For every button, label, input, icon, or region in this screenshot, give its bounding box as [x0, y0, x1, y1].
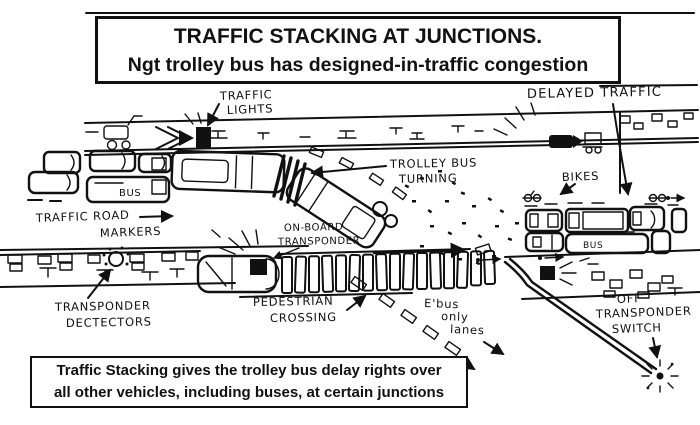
- traffic-light-lower-icon: [250, 259, 267, 275]
- off-switch-starburst-icon: [641, 359, 679, 393]
- transponder-detector-icon: [102, 246, 130, 267]
- pedestrian-crossing-label: PEDESTRIAN: [253, 294, 334, 309]
- ebus-only-lanes-label2: only: [441, 309, 469, 324]
- traffic-light-upper-icon: [155, 112, 211, 150]
- on-board-transponder-label: ON-BOARD: [284, 222, 343, 234]
- delayed-car-icon: [493, 102, 603, 154]
- pedestrian-crossing-label2: CROSSING: [270, 310, 337, 325]
- annotation-transponder-dectectors: TRANSPONDER DECTECTORS: [54, 268, 152, 330]
- annotation-trolley-bus-turning: TROLLEY BUS TURNING: [310, 155, 477, 186]
- off-transponder-switch-label3: SWITCH: [612, 320, 662, 336]
- annotation-traffic-lights: TRAFFIC LIGHTS: [207, 87, 274, 127]
- annotation-on-board-transponder: ON-BOARD TRANSPONDER: [272, 222, 360, 260]
- traffic-light-right-icon: [540, 257, 590, 286]
- trolley-bus-turning-drawing: [151, 149, 398, 249]
- page-subtitle: Ngt trolley bus has designed-in-traffic …: [127, 54, 589, 76]
- flow-arrows-below: [476, 252, 565, 264]
- title-box: TRAFFIC STACKING AT JUNCTIONS. Ngt troll…: [95, 16, 621, 84]
- lane-dash-markers: [350, 275, 462, 356]
- scooter-icon: [85, 115, 143, 151]
- traffic-lights-label2: LIGHTS: [227, 101, 274, 117]
- ebus-only-lanes-label: E'bus: [424, 296, 459, 311]
- delay-dashes: [493, 102, 536, 136]
- page-title: TRAFFIC STACKING AT JUNCTIONS.: [173, 25, 543, 48]
- road-markings-lower-left: [7, 251, 199, 281]
- bike-icon-right: [648, 193, 686, 203]
- left-bus-drawing: BUS: [85, 175, 171, 204]
- annotation-bikes: BIKES: [559, 169, 600, 196]
- upper-road: [84, 109, 699, 156]
- left-traffic-group: BUS: [27, 149, 173, 204]
- left-dashes: [27, 199, 62, 202]
- road-markings-lower-right: [587, 263, 683, 299]
- traffic-lights-label: TRAFFIC: [219, 87, 273, 103]
- light-rays: [211, 229, 259, 255]
- ebus-only-lanes-label3: lanes: [450, 322, 485, 337]
- lower-left-road: [0, 245, 309, 288]
- bike-icon-left: [522, 190, 542, 203]
- annotation-pedestrian-crossing: PEDESTRIAN CROSSING: [253, 294, 367, 325]
- trolley-bus-turning-label2: TURNING: [398, 171, 458, 186]
- articulation-accordion: [272, 154, 307, 207]
- transponder-dectectors-label: TRANSPONDER: [54, 298, 151, 314]
- off-transponder-switch-label2: TRANSPONDER: [595, 304, 692, 321]
- delayed-traffic-label: DELAYED TRAFFIC: [527, 85, 662, 102]
- footer-text-line1: Traffic Stacking gives the trolley bus d…: [56, 362, 442, 379]
- turning-path-markers: [308, 146, 408, 201]
- right-bus-label: BUS: [583, 241, 603, 251]
- bus-lane-diagonal: [350, 257, 679, 393]
- transponder-dectectors-label2: DECTECTORS: [66, 315, 152, 330]
- annotation-off-transponder-switch: OFF TRANSPONDER SWITCH: [595, 291, 692, 359]
- trolley-bus-turning-label: TROLLEY BUS: [389, 155, 477, 171]
- on-board-transponder-label2: TRANSPONDER: [277, 236, 360, 248]
- traffic-road-markers-label: TRAFFIC ROAD: [35, 208, 130, 225]
- left-bus-label: BUS: [119, 188, 141, 199]
- annotation-delayed-traffic: DELAYED TRAFFIC: [527, 85, 662, 196]
- right-bus-drawing: BUS: [564, 231, 650, 255]
- scan-lines: [85, 12, 698, 87]
- bikes-label: BIKES: [562, 169, 600, 184]
- off-transponder-switch-label: OFF: [617, 291, 642, 306]
- lower-bus-drawing: [196, 229, 280, 294]
- right-dashed-line: [524, 202, 679, 207]
- right-traffic-group: BUS: [476, 190, 688, 264]
- annotation-traffic-road-markers: TRAFFIC ROAD MARKERS: [35, 208, 174, 240]
- traffic-road-markers-label2: MARKERS: [100, 224, 162, 240]
- turning-path-dots: [404, 170, 519, 266]
- footer-box: Traffic Stacking gives the trolley bus d…: [30, 356, 468, 408]
- road-markings-upper: [209, 112, 694, 140]
- footer-text-line2: all other vehicles, including buses, at …: [53, 384, 445, 401]
- annotation-ebus-only-lanes: E'bus only lanes: [424, 296, 485, 337]
- lower-right-road: [504, 249, 700, 300]
